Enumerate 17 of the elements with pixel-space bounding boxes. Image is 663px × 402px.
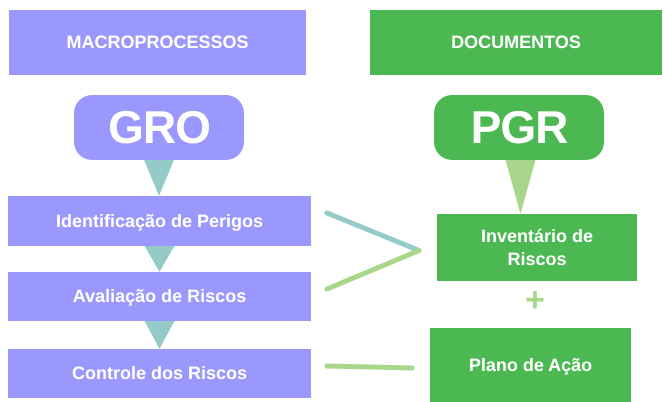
triangle-arrow — [144, 246, 174, 272]
connector-line — [324, 210, 422, 253]
title-badge: GRO — [74, 95, 244, 160]
header-bar: DOCUMENTOS — [370, 10, 662, 75]
process-box: Controle dos Riscos — [8, 349, 311, 398]
header-bar: MACROPROCESSOS — [9, 10, 306, 75]
process-box: Identificação de Perigos — [8, 196, 311, 246]
process-box: Avaliação de Riscos — [8, 272, 311, 321]
plus-sign: + — [525, 283, 545, 317]
connector-line — [324, 364, 414, 370]
document-box: Inventário de Riscos — [437, 214, 637, 281]
triangle-arrow — [144, 160, 174, 196]
title-badge: PGR — [434, 95, 604, 160]
document-box: Plano de Ação — [430, 328, 631, 402]
triangle-arrow — [144, 321, 174, 349]
triangle-arrow — [506, 160, 536, 214]
connector-line — [324, 248, 422, 292]
